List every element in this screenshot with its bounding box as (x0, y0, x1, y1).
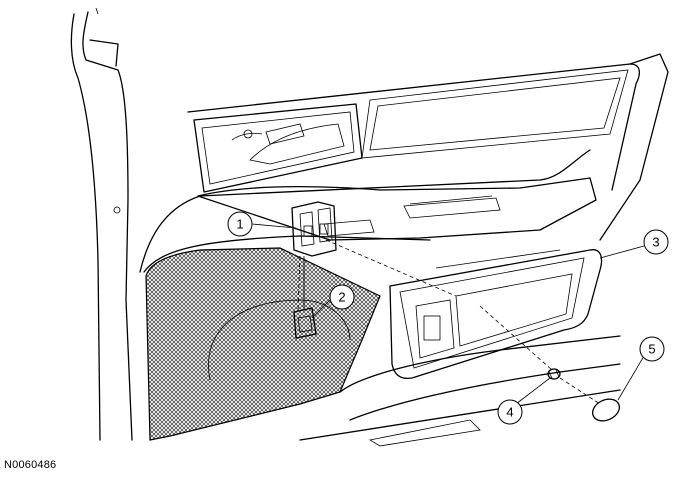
svg-text:2: 2 (338, 290, 345, 305)
callout-2: 2 (329, 284, 355, 310)
armrest-switch-bezel (389, 249, 603, 380)
svg-text:1: 1 (236, 217, 243, 232)
speaker-grille (145, 247, 381, 441)
figure-id: N0060486 (4, 459, 57, 471)
callout-3: 3 (643, 229, 669, 255)
callout-4: 4 (497, 399, 523, 425)
door-trim-upper (139, 53, 669, 273)
installation-lines (297, 239, 601, 405)
cover-cap (591, 398, 621, 422)
armrest (143, 177, 597, 273)
callout-5: 5 (639, 336, 665, 362)
door-handle-recess (193, 103, 363, 193)
svg-text:4: 4 (506, 405, 513, 420)
door-frame (70, 7, 133, 441)
svg-text:5: 5 (648, 342, 655, 357)
window-switch-assembly (291, 201, 337, 257)
switch-electrical-connector (293, 256, 317, 339)
callout-1: 1 (227, 211, 253, 237)
svg-text:3: 3 (652, 235, 659, 250)
callout-leaders (251, 223, 645, 405)
screw (547, 368, 561, 380)
door-panel-lower (299, 335, 621, 447)
